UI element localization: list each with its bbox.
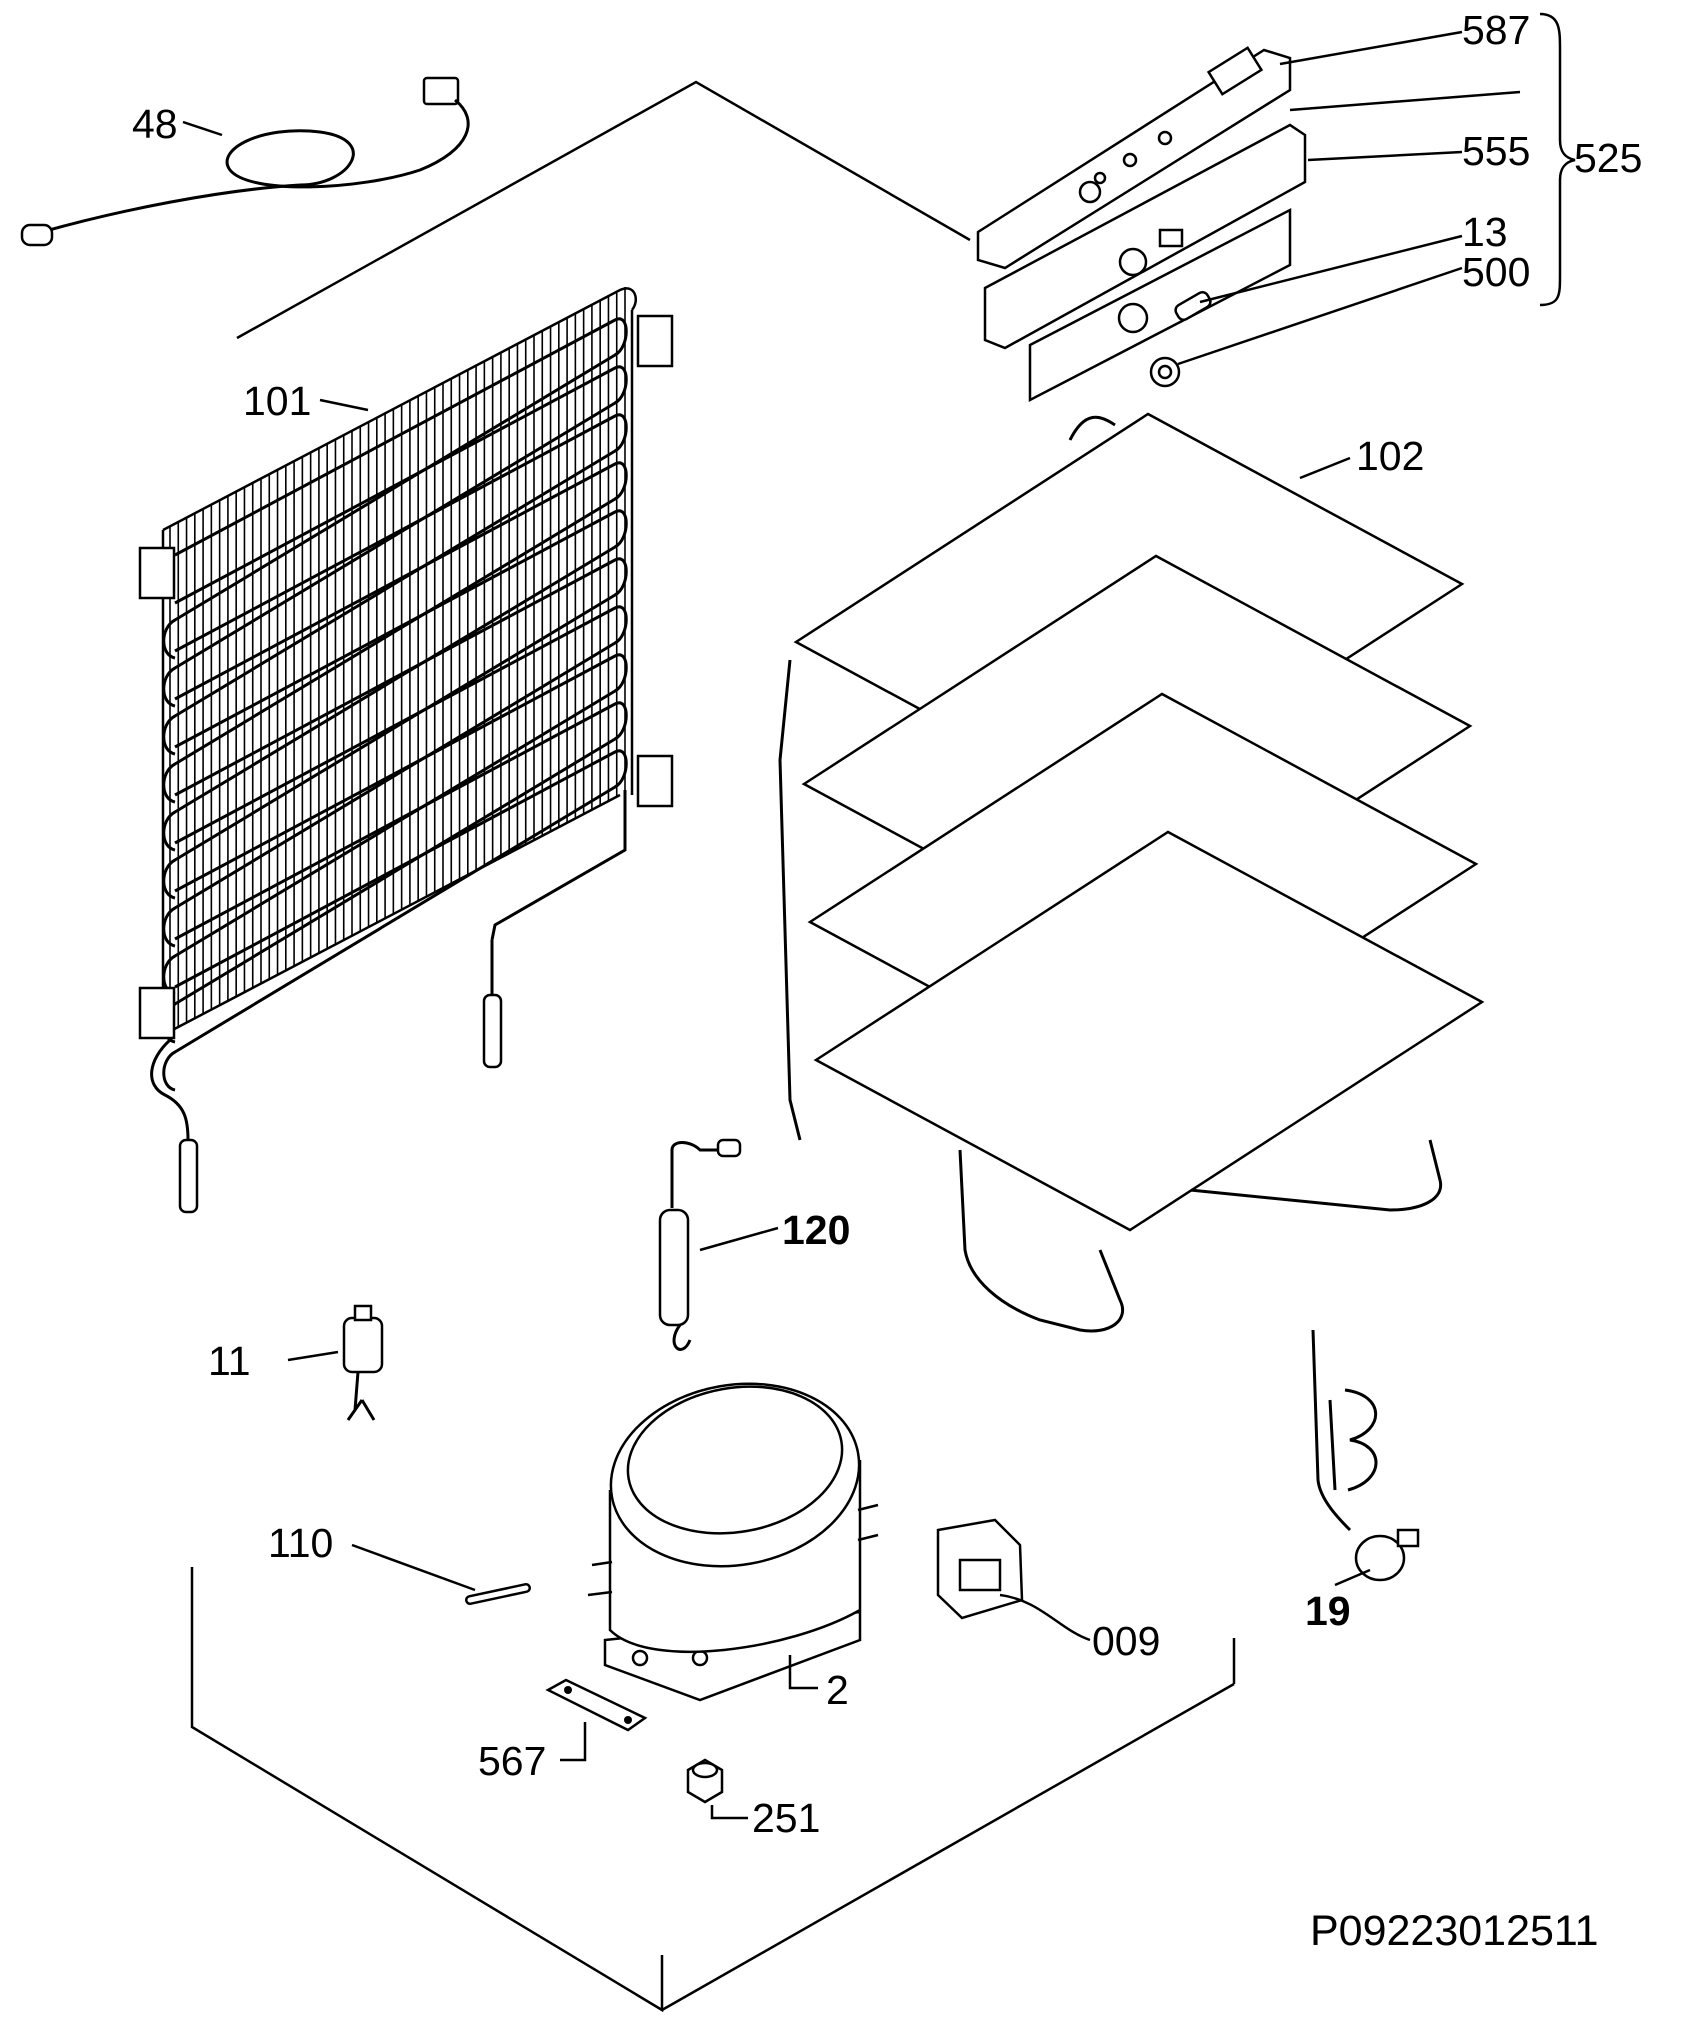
drawing-code: P09223012511 — [1310, 1907, 1599, 1955]
label-525: 525 — [1574, 135, 1642, 181]
part-525-control-assembly: 587 555 13 500 525 — [976, 7, 1642, 403]
label-48: 48 — [132, 101, 178, 147]
label-2: 2 — [826, 1667, 849, 1713]
label-13: 13 — [1462, 209, 1508, 255]
label-009: 009 — [1092, 1618, 1160, 1664]
label-19: 19 — [1305, 1588, 1351, 1634]
label-102: 102 — [1356, 433, 1424, 479]
label-555: 555 — [1462, 128, 1530, 174]
part-2-compressor: 2 — [587, 1382, 879, 1713]
label-500: 500 — [1462, 249, 1530, 295]
condenser-coils — [162, 317, 628, 1092]
cabinet-outline — [190, 80, 1236, 2013]
part-251-nut: 251 — [686, 1758, 820, 1841]
part-48-sensor-cable: 48 — [20, 76, 470, 247]
part-110-pin: 110 — [268, 1520, 531, 1605]
label-251: 251 — [752, 1795, 820, 1841]
part-009-relay: 009 — [936, 1518, 1160, 1664]
label-110: 110 — [268, 1520, 333, 1566]
part-567-plate: 567 — [478, 1678, 648, 1784]
part-19-power-cable: 19 — [1305, 1329, 1420, 1634]
label-120: 120 — [782, 1207, 850, 1253]
label-587: 587 — [1462, 7, 1530, 53]
part-120-filter-drier: 120 — [658, 1138, 850, 1351]
label-101: 101 — [243, 378, 311, 424]
part-11-valve: 11 — [208, 1304, 384, 1421]
label-567: 567 — [478, 1738, 546, 1784]
part-101-condenser: 101 — [138, 287, 674, 1214]
label-11: 11 — [208, 1338, 251, 1384]
part-102-evaporator-shelves: 102 — [778, 412, 1485, 1333]
